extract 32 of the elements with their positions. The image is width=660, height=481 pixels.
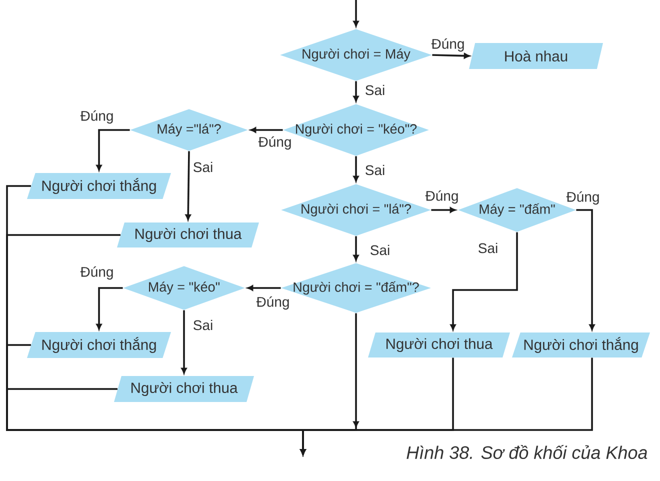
edge-label: Đúng bbox=[79, 265, 115, 281]
output-parallelogram: Người chơi thua bbox=[368, 332, 510, 358]
edge-label: Sai bbox=[192, 160, 214, 174]
caption: Hình 38. Sơ đồ khối của Khoa bbox=[406, 445, 648, 460]
arrow bbox=[250, 127, 283, 133]
output-parallelogram: Người chơi thua bbox=[117, 222, 259, 248]
arrow bbox=[353, 0, 359, 27]
edge-label: Đúng bbox=[79, 109, 115, 125]
arrow bbox=[432, 53, 470, 59]
arrow bbox=[353, 156, 359, 182]
arrow bbox=[353, 236, 359, 261]
arrow bbox=[300, 358, 593, 455]
arrow bbox=[96, 129, 130, 171]
arrow bbox=[185, 151, 191, 220]
output-parallelogram: Người chơi thắng bbox=[512, 332, 650, 358]
edge-label: Sai bbox=[364, 164, 386, 176]
arrow bbox=[431, 207, 456, 213]
output-parallelogram: Người chơi thắng bbox=[27, 173, 171, 199]
output-parallelogram: Người chơi thắng bbox=[27, 332, 171, 358]
output-parallelogram: Người chơi thua bbox=[114, 376, 254, 402]
arrow bbox=[353, 81, 359, 102]
arrow bbox=[576, 209, 595, 330]
edge-label: Sai bbox=[368, 244, 392, 256]
arrow bbox=[181, 310, 187, 374]
arrow bbox=[247, 285, 281, 291]
arrow bbox=[96, 287, 123, 330]
edge-label: Sai bbox=[476, 242, 500, 254]
arrow bbox=[450, 232, 518, 330]
edge-label: Sai bbox=[364, 84, 386, 96]
edge-label: Sai bbox=[192, 318, 214, 332]
output-parallelogram: Hoà nhau bbox=[469, 43, 603, 69]
edge-label: Đúng bbox=[430, 37, 466, 53]
